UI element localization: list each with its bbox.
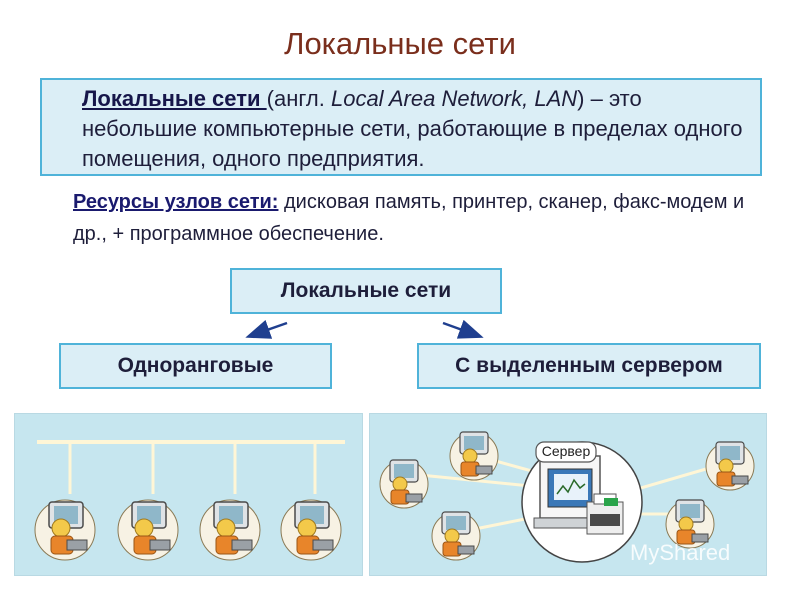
definition-box: Локальные сети (англ. Local Area Network… xyxy=(40,78,762,176)
definition-rest: ) – это небольшие компьютерные сети, раб… xyxy=(82,86,743,171)
watermark: MyShared xyxy=(630,540,731,565)
workstation-icon xyxy=(34,499,96,561)
workstation-icon xyxy=(280,499,342,561)
dedicated-server-box: С выделенным сервером xyxy=(417,343,761,389)
workstation-icon xyxy=(705,441,755,491)
workstation-icon xyxy=(199,499,261,561)
server-label: Сервер xyxy=(542,443,591,459)
workstation-icon xyxy=(449,431,499,481)
server-cluster: Сервер xyxy=(521,441,643,563)
bus-topology-diagram xyxy=(34,440,345,561)
star-topology-diagram: Сервер xyxy=(379,431,755,563)
arrow-right xyxy=(442,319,484,339)
resources-term: Ресурсы узлов сети: xyxy=(73,191,279,213)
definition-term: Локальные сети xyxy=(82,86,267,111)
arrow-left xyxy=(245,319,288,339)
resources-list: дисковая память, принтер, сканер, факс-м… xyxy=(73,191,745,245)
definition-text: Локальные сети (англ. Local Area Network… xyxy=(82,84,752,174)
definition-open: (англ. xyxy=(266,86,331,111)
workstation-icon xyxy=(117,499,179,561)
server-network-illustration: Сервер xyxy=(369,413,767,576)
peer-network-illustration xyxy=(14,413,363,576)
peer-to-peer-box: Одноранговые xyxy=(59,343,332,389)
definition-english: Local Area Network, LAN xyxy=(330,86,578,111)
resources-text: Ресурсы узлов сети: дисковая память, при… xyxy=(73,186,773,250)
workstation-icon xyxy=(665,499,715,549)
slide-title: Локальные сети xyxy=(284,26,516,61)
classification-root-box: Локальные сети xyxy=(230,268,502,314)
workstation-icon xyxy=(379,459,429,509)
workstation-icon xyxy=(431,511,481,561)
